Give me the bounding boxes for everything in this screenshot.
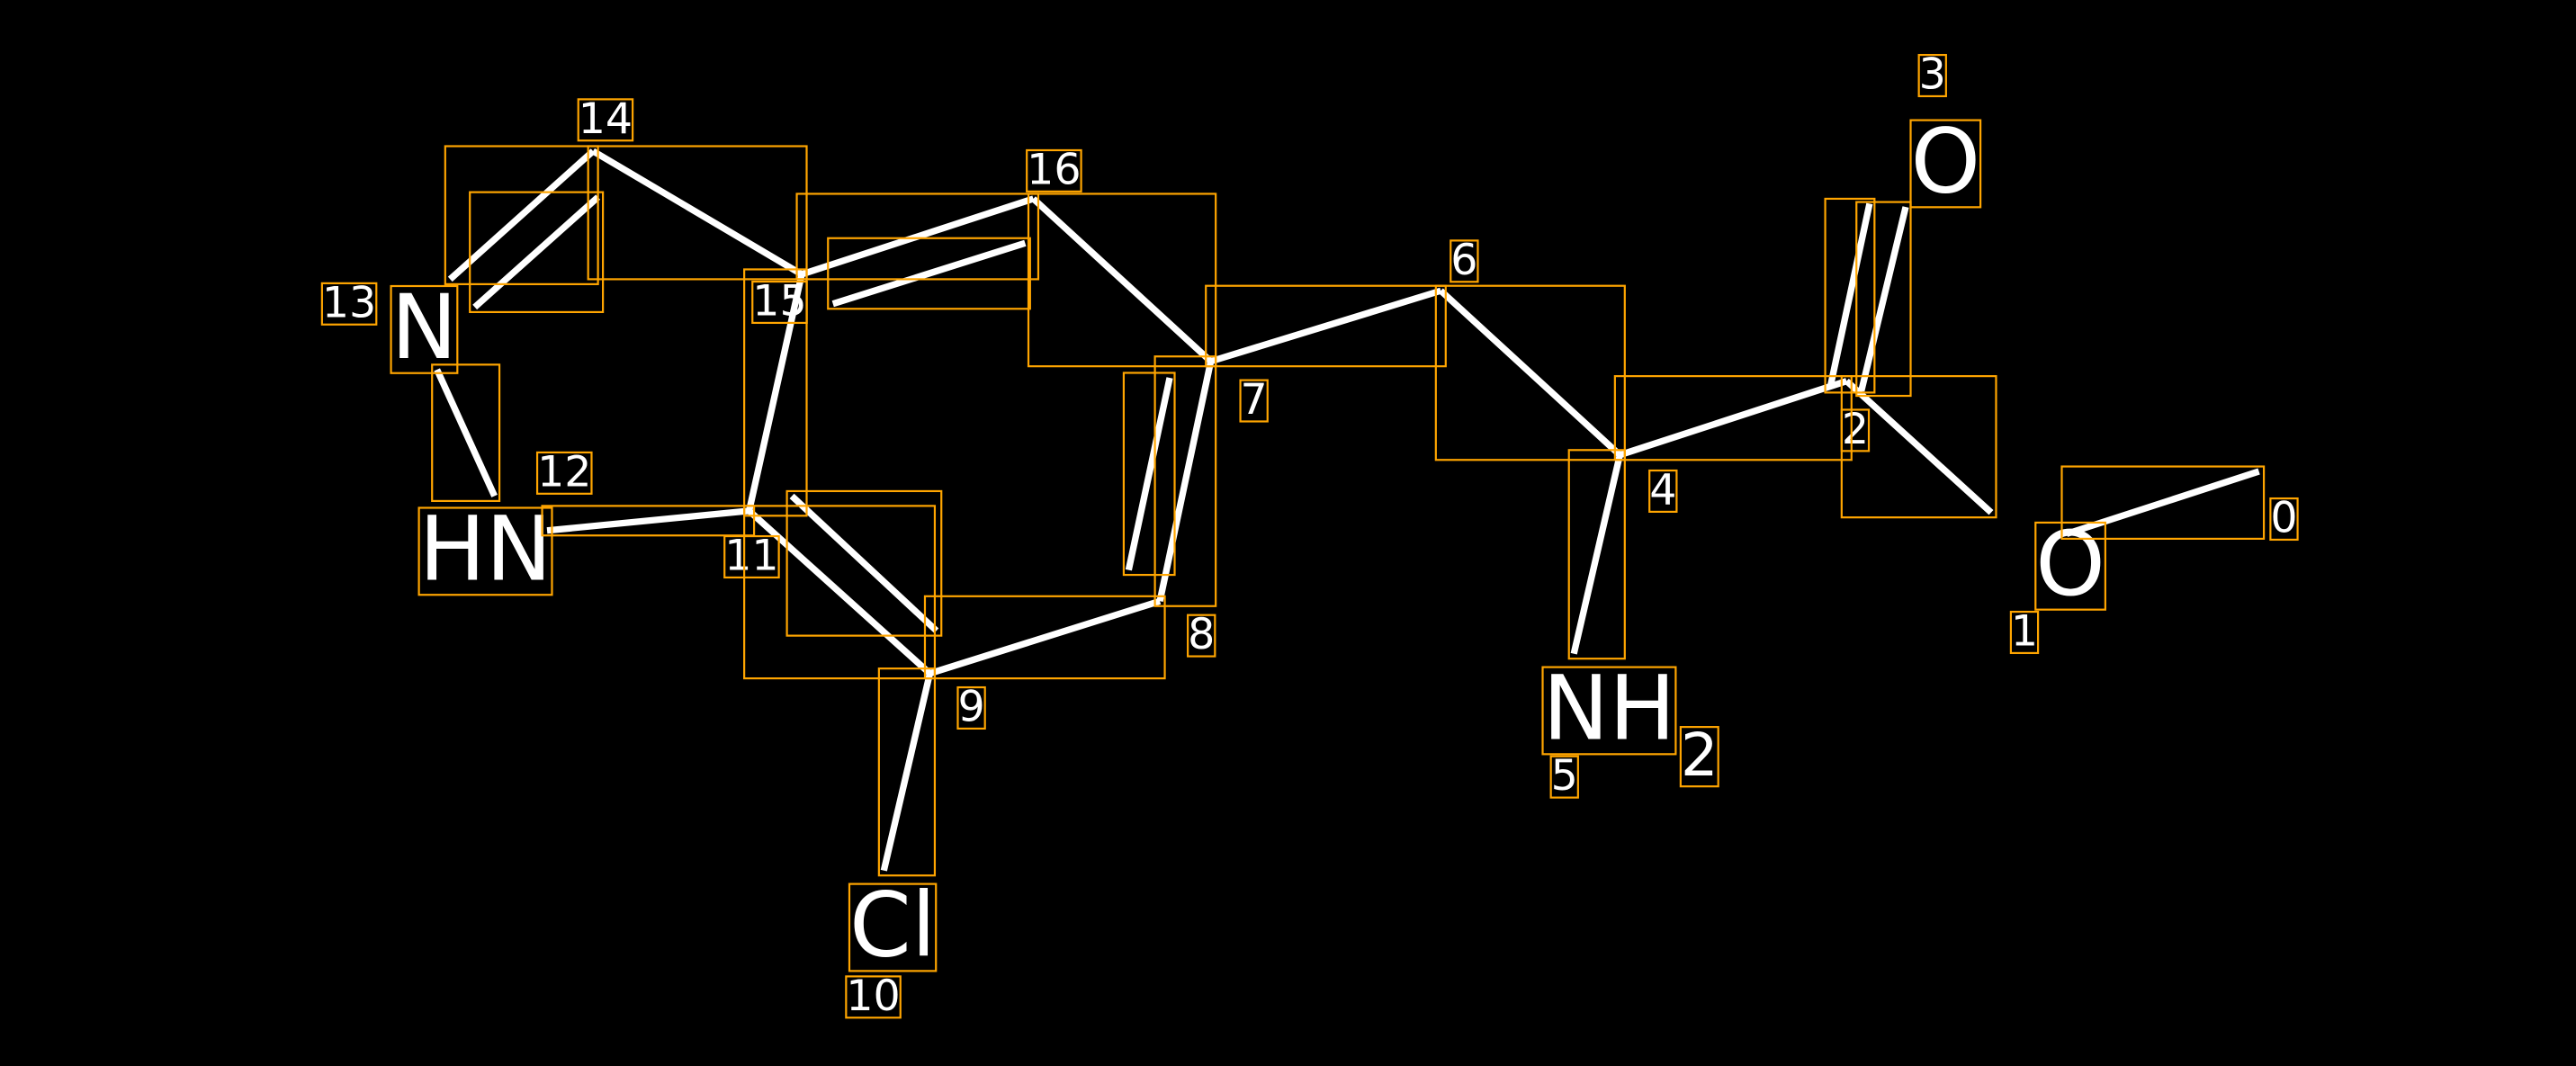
atom-label-box-10 (848, 882, 938, 972)
bond-box-7-8 (1153, 355, 1217, 607)
bond-box-15-16 (795, 193, 1040, 281)
boxes-layer (320, 53, 2299, 1019)
bond-box-15-16-inner (827, 237, 1031, 310)
atom-index-box-15 (751, 280, 808, 325)
bond-8-9 (929, 597, 1162, 677)
atom-index-8: 8 (1188, 610, 1215, 659)
atom-label-12: HN (419, 498, 552, 602)
atom-label-3: O (1911, 111, 1981, 214)
atom-index-box-6 (1450, 239, 1479, 283)
atom-index-box-12 (535, 451, 593, 495)
atom-index-box-10 (845, 975, 902, 1019)
bond-9-11-inner (789, 493, 939, 633)
atom-index-5: 5 (1551, 751, 1578, 801)
bond-box-13-14 (444, 145, 599, 285)
bond-box-9-11 (743, 505, 937, 680)
atom-label-box-12 (417, 506, 553, 596)
atom-label-box-3 (1909, 119, 1982, 209)
bond-box-11-12 (541, 505, 756, 537)
bond-2-4 (1619, 378, 1848, 459)
atom-label-1: O (2035, 513, 2105, 616)
bond-13-14 (447, 148, 596, 282)
bond-box-12-13 (431, 363, 501, 502)
atom-index-box-13 (320, 282, 378, 326)
bond-2-3-inner (1858, 206, 1909, 392)
bond-2-3 (1827, 202, 1873, 389)
atom-subscript-5: 2 (1681, 721, 1719, 790)
atom-index-box-3 (1917, 53, 1947, 98)
atom-index-box-14 (577, 98, 634, 142)
bond-9-10 (880, 672, 934, 872)
atom-index-4: 4 (1649, 466, 1676, 515)
bond-15-16-inner (831, 239, 1027, 308)
atom-subscript-box-5 (1679, 726, 1719, 788)
atom-index-10: 10 (846, 972, 900, 1021)
atom-index-11: 11 (724, 532, 778, 581)
bond-7-8-inner (1125, 377, 1173, 571)
atom-index-3: 3 (1919, 50, 1946, 100)
atom-index-2: 2 (1842, 405, 1869, 454)
bonds-layer (434, 148, 2260, 872)
bond-box-4-5 (1567, 449, 1626, 660)
atom-index-box-16 (1026, 148, 1082, 193)
atom-label-box-1 (2034, 521, 2106, 611)
atom-label-10: Cl (849, 874, 936, 978)
bond-box-9-11-inner (785, 489, 943, 637)
atom-index-0: 0 (2270, 494, 2297, 543)
bond-box-13-14-inner (469, 191, 605, 314)
atom-index-15: 15 (752, 277, 806, 327)
bond-6-7 (1209, 287, 1442, 365)
bond-12-13 (434, 368, 498, 497)
atom-index-9: 9 (957, 683, 984, 732)
bond-11-15 (746, 273, 805, 512)
bond-4-6 (1438, 288, 1622, 458)
bond-box-8-9 (923, 595, 1166, 680)
atom-index-box-1 (2009, 610, 2040, 655)
bond-15-16 (800, 195, 1035, 278)
atom-index-box-0 (2269, 497, 2299, 542)
atom-index-14: 14 (579, 94, 633, 144)
atom-index-1: 1 (2011, 607, 2038, 657)
bond-box-11-15 (743, 268, 808, 517)
bond-1-2 (1844, 378, 1994, 515)
atom-index-box-8 (1187, 614, 1216, 658)
atom-index-box-7 (1239, 379, 1269, 423)
bond-box-2-3-inner (1855, 201, 1912, 398)
atom-label-13: N (391, 276, 458, 380)
bond-box-0-1 (2060, 465, 2266, 540)
atom-label-box-13 (390, 284, 459, 374)
bond-box-2-3 (1824, 197, 1876, 394)
bond-box-6-7 (1205, 284, 1447, 368)
atom-index-box-9 (956, 685, 986, 730)
bond-4-5 (1570, 453, 1623, 655)
atom-label-box-5 (1541, 666, 1677, 756)
bond-7-8 (1156, 360, 1215, 603)
atom-index-box-4 (1648, 469, 1678, 513)
atom-index-box-11 (723, 534, 780, 579)
bond-14-15 (591, 148, 803, 278)
atom-index-13: 13 (322, 278, 376, 327)
atom-label-5: NH (1543, 658, 1676, 761)
bond-box-14-15 (587, 145, 808, 281)
atom-index-box-2 (1840, 408, 1871, 452)
bond-box-4-6 (1434, 284, 1626, 461)
bond-13-14-inner (472, 194, 601, 310)
atom-index-6: 6 (1450, 236, 1477, 285)
bond-box-7-8-inner (1122, 372, 1176, 577)
bond-box-9-10 (877, 667, 937, 877)
bond-7-16 (1031, 196, 1214, 364)
atom-index-12: 12 (537, 447, 591, 497)
atom-index-box-5 (1549, 755, 1579, 799)
atom-index-16: 16 (1027, 145, 1081, 194)
bond-11-12 (546, 507, 749, 534)
atom-index-7: 7 (1241, 375, 1268, 425)
bond-box-2-4 (1613, 375, 1853, 461)
